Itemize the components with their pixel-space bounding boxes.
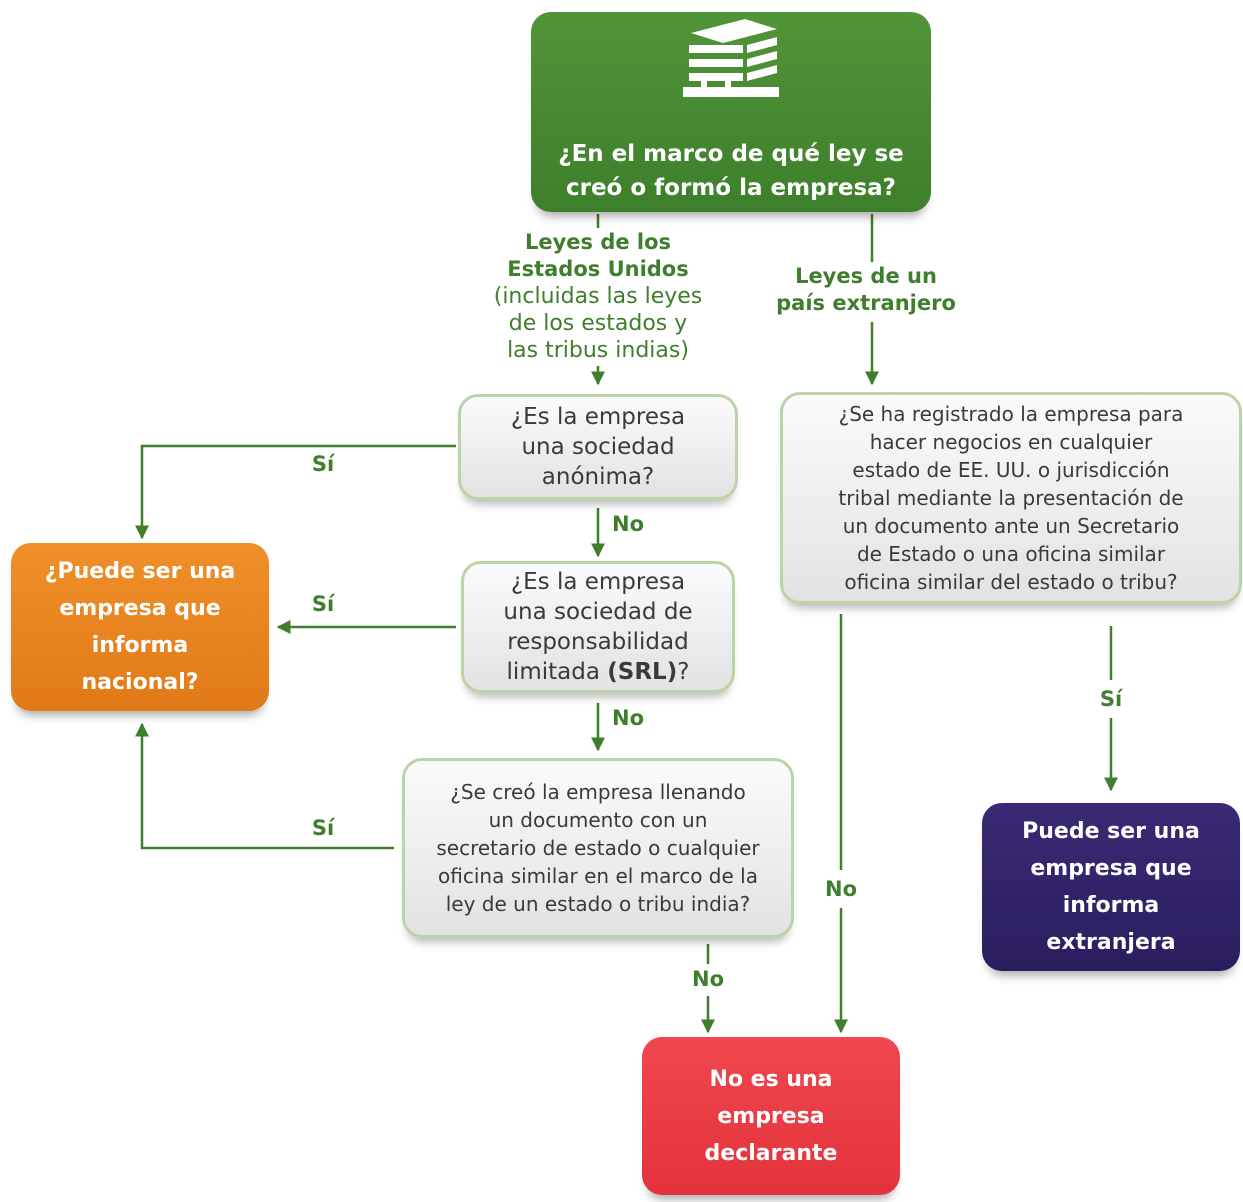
result-foreign-node: Puede ser una empresa que informa extran…	[982, 803, 1240, 971]
result-line: nacional?	[81, 670, 199, 695]
question-line-last: limitada (SRL)?	[507, 657, 690, 687]
question-line: oficina similar en el marco de la	[438, 864, 758, 888]
branch-foreign-label: Leyes de un país extranjero	[776, 263, 956, 317]
result-line: informa	[91, 633, 189, 658]
question-corporation-node: ¿Es la empresa una sociedad anónima?	[458, 394, 738, 500]
branch-foreign-title: Leyes de un	[795, 264, 937, 288]
result-line: informa	[1062, 893, 1160, 918]
result-line: ¿Puede ser una	[44, 559, 236, 584]
srl-abbreviation: (SRL)	[607, 659, 678, 685]
question-line: una sociedad de	[503, 599, 693, 625]
edge-label-yes: Sí	[1099, 687, 1123, 711]
question-text: limitada	[506, 659, 608, 685]
branch-us-note: (incluidas las leyes	[493, 284, 703, 309]
question-line: un documento ante un Secretario	[842, 514, 1180, 538]
building-icon	[681, 19, 781, 111]
result-domestic-node: ¿Puede ser una empresa que informa nacio…	[11, 543, 269, 711]
branch-us-label: Leyes de los Estados Unidos (incluidas l…	[494, 229, 703, 364]
question-line: ¿Es la empresa	[510, 404, 686, 430]
question-line: ley de un estado o tribu india?	[445, 892, 751, 916]
result-line: No es una	[709, 1066, 833, 1092]
edge-label-yes: Sí	[311, 452, 335, 476]
question-filed-node: ¿Se creó la empresa llenando un document…	[402, 758, 794, 938]
start-question-node: ¿En el marco de qué ley se creó o formó …	[531, 12, 931, 212]
question-line: una sociedad	[521, 434, 675, 460]
edge-label-yes: Sí	[311, 816, 335, 840]
branch-us-note: de los estados y	[508, 311, 688, 336]
result-not-reporting-node: No es una empresa declarante	[642, 1037, 900, 1195]
result-line: empresa	[717, 1103, 825, 1129]
question-line: secretario de estado o cualquier	[436, 836, 760, 860]
result-line: extranjera	[1046, 930, 1176, 955]
edge-label-no: No	[691, 967, 725, 991]
edge-label-no: No	[611, 706, 645, 730]
connector-corporation-yes	[135, 444, 456, 540]
result-line: empresa que	[1030, 856, 1192, 881]
question-line: responsabilidad	[507, 629, 689, 655]
branch-us-note: las tribus indias)	[507, 338, 689, 363]
question-line: estado de EE. UU. o jurisdicción	[852, 458, 1170, 482]
question-registered-node: ¿Se ha registrado la empresa para hacer …	[780, 392, 1242, 604]
result-line: Puede ser una	[1022, 819, 1200, 844]
start-question-line: creó o formó la empresa?	[565, 175, 897, 201]
question-line: ¿Se ha registrado la empresa para	[838, 402, 1184, 426]
result-line: empresa que	[59, 596, 221, 621]
edge-label-yes: Sí	[311, 592, 335, 616]
result-line: declarante	[704, 1140, 838, 1166]
branch-us-title: Estados Unidos	[507, 257, 689, 281]
start-question-line: ¿En el marco de qué ley se	[558, 141, 904, 167]
question-line: un documento con un	[488, 808, 708, 832]
question-line: ¿Es la empresa	[510, 569, 686, 595]
branch-foreign-title: país extranjero	[776, 291, 956, 315]
question-text: ?	[677, 659, 690, 685]
question-line: hacer negocios en cualquier	[869, 430, 1153, 454]
question-line: ¿Se creó la empresa llenando	[450, 780, 746, 804]
branch-us-title: Leyes de los	[524, 230, 672, 254]
question-line: de Estado o una oficina similar	[856, 542, 1166, 566]
edge-label-no: No	[611, 512, 645, 536]
question-line: anónima?	[541, 464, 655, 490]
connector-filed-yes	[135, 722, 394, 850]
question-line: tribal mediante la presentación de	[838, 486, 1184, 510]
edge-label-no: No	[824, 877, 858, 901]
question-llc-node: ¿Es la empresa una sociedad de responsab…	[461, 561, 735, 693]
question-line: oficina similar del estado o tribu?	[844, 570, 1178, 594]
